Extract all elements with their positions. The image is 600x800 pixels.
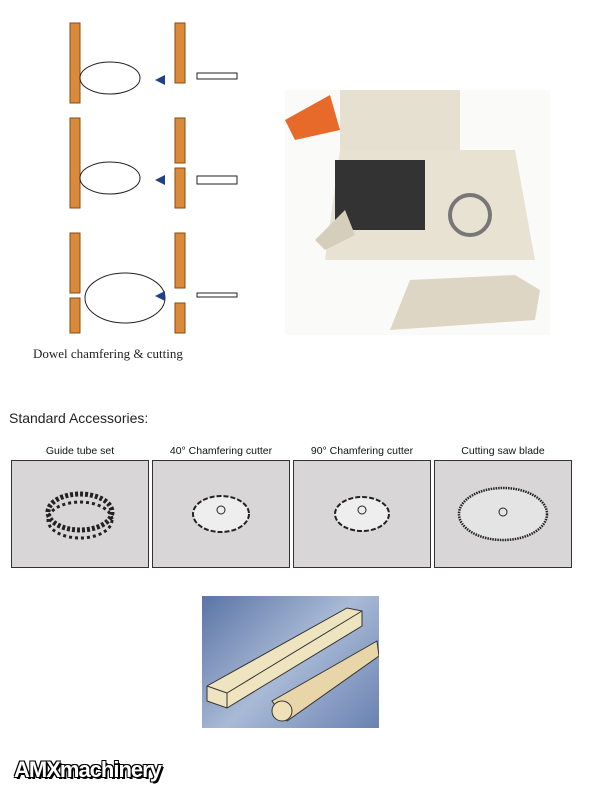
accessory-label: 90° Chamfering cutter (310, 445, 414, 457)
machine-photo (285, 90, 550, 335)
accessory-label: Cutting saw blade (461, 445, 545, 457)
amx-machinery-logo: AMXmachinery (14, 757, 162, 782)
accessory-label: Guide tube set (45, 445, 115, 457)
dowel-chamfering-diagram (25, 18, 245, 363)
chamfering-cutter-40-image (152, 460, 290, 568)
accessory-cutting-saw-blade: Cutting saw blade (434, 440, 572, 568)
accessory-90-chamfering-cutter: 90° Chamfering cutter (293, 440, 431, 568)
guide-tube-set-image (11, 460, 149, 568)
accessory-40-chamfering-cutter: 40° Chamfering cutter (152, 440, 290, 568)
cutting-saw-blade-image (434, 460, 572, 568)
diagram-caption: Dowel chamfering & cutting (33, 346, 183, 361)
standard-accessories-heading: Standard Accessories: (9, 410, 149, 426)
wood-stock-illustration (202, 596, 380, 728)
chamfering-cutter-90-image (293, 460, 431, 568)
accessory-label: 40° Chamfering cutter (169, 445, 273, 457)
accessory-guide-tube-set: Guide tube set (11, 440, 149, 568)
